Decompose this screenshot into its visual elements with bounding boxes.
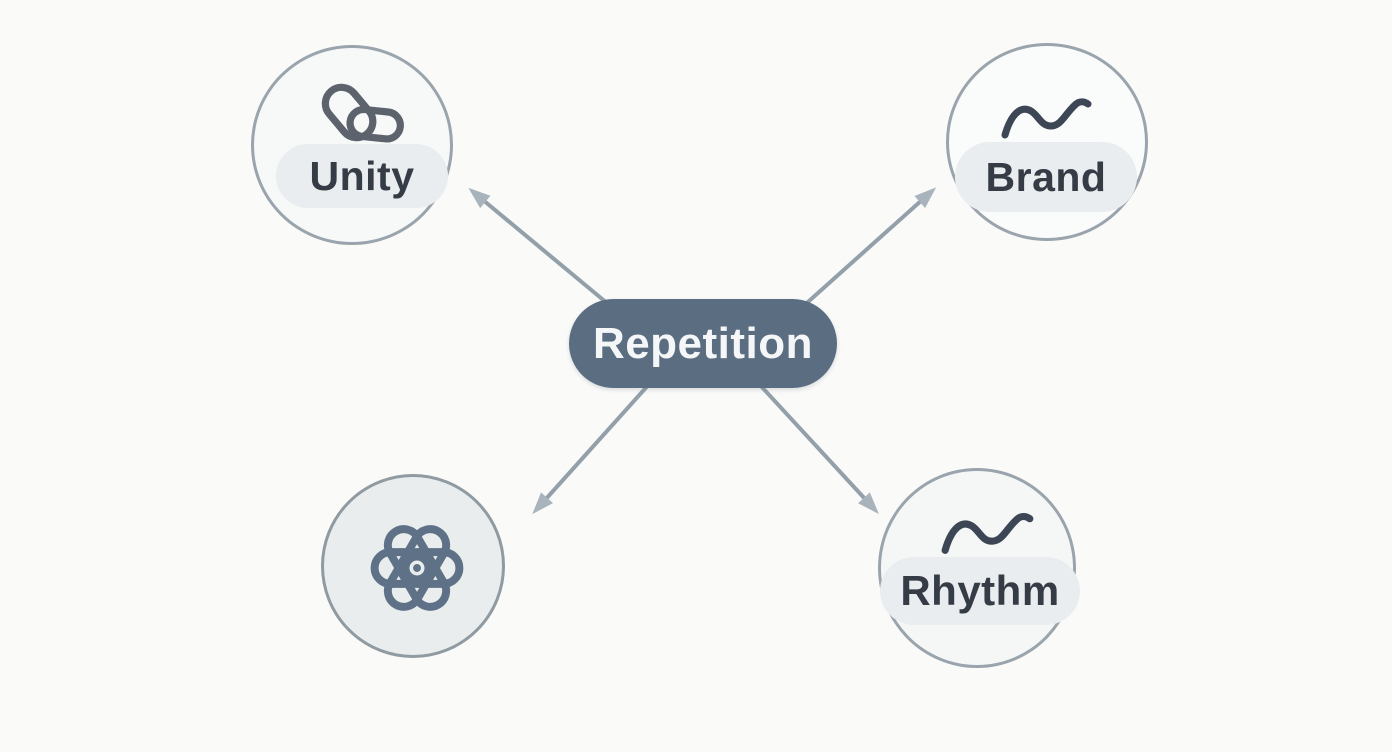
node-bottom-left — [321, 474, 505, 658]
arrow-center-to-unity — [468, 187, 627, 320]
node-brand: Brand — [946, 43, 1148, 241]
center-node-label: Repetition — [592, 318, 814, 368]
node-label-rhythm: Rhythm — [880, 557, 1080, 625]
node-rhythm: Rhythm — [878, 468, 1080, 668]
node-label-brand: Brand — [955, 142, 1137, 212]
node-label-unity: Unity — [276, 144, 448, 208]
center-node-repetition: Repetition — [569, 299, 837, 388]
wave-squiggle-icon — [941, 512, 1034, 554]
arrow-center-to-brand — [788, 187, 937, 320]
node-unity: Unity — [251, 45, 453, 245]
atom-center-dot — [413, 564, 421, 572]
chain-links-icon — [321, 83, 404, 143]
wave-squiggle-icon — [1001, 98, 1092, 139]
atom-loops-icon — [370, 525, 464, 611]
arrow-center-to-bottom-left — [532, 370, 662, 515]
arrow-center-to-rhythm — [746, 370, 879, 514]
